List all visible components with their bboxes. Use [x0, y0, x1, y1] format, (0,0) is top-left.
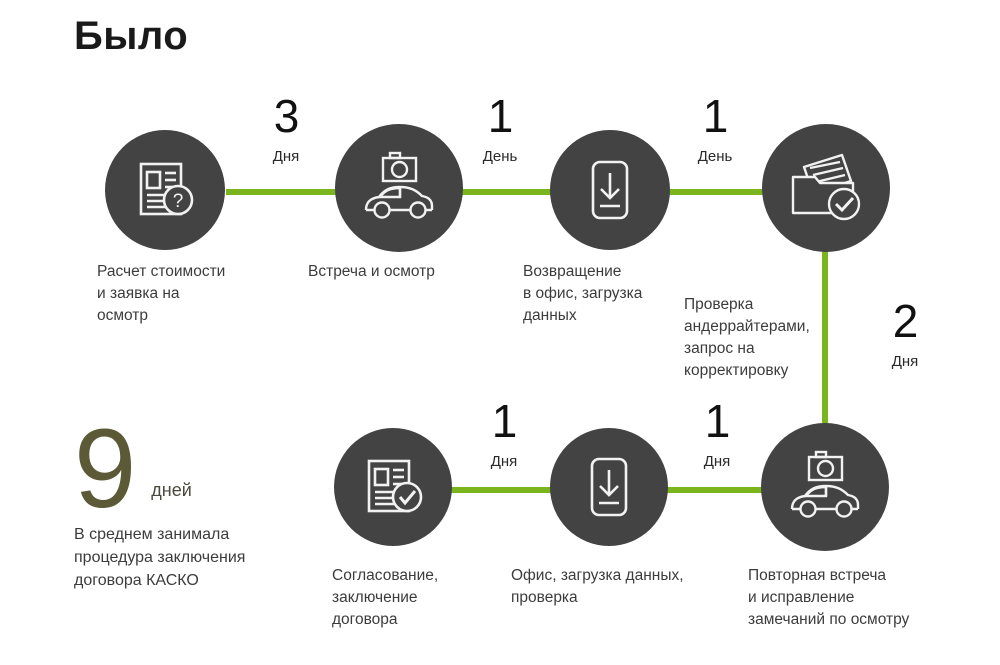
step-node-document-check[interactable]	[334, 428, 452, 546]
svg-text:?: ?	[173, 191, 184, 212]
step-node-document-question[interactable]: ?	[105, 130, 225, 250]
step-caption-4: Проверка андеррайтерами, запрос на корре…	[684, 296, 810, 379]
duration-unit: Дня	[272, 147, 300, 165]
duration-number: 1	[704, 395, 731, 447]
duration-badge-5: 1 Дня	[674, 395, 760, 471]
page-title: Было	[74, 14, 189, 58]
camera-car-icon	[784, 447, 866, 527]
connector-step6-step7	[450, 487, 565, 493]
step-caption-1: Расчет стоимости и заявка на осмотр	[97, 263, 226, 324]
connector-step4-step5	[822, 246, 828, 442]
duration-badge-2: 1 День	[457, 90, 543, 166]
step-node-camera-car-bottom[interactable]	[761, 423, 889, 551]
summary-unit: дней	[151, 480, 192, 500]
duration-unit: Дня	[490, 452, 518, 470]
summary-number: 9	[74, 406, 136, 532]
duration-unit: День	[697, 147, 733, 165]
document-question-icon: ?	[131, 156, 199, 224]
connector-step2-step3	[440, 189, 560, 195]
duration-badge-3: 1 День	[672, 90, 758, 166]
download-document-icon	[580, 156, 640, 224]
step-caption-6: Офис, загрузка данных, проверка	[511, 567, 684, 606]
document-check-icon	[359, 453, 427, 521]
duration-number: 2	[892, 295, 919, 347]
duration-unit: Дня	[703, 452, 731, 470]
summary-figure: 9 дней	[74, 406, 324, 532]
connector-step3-step4	[655, 189, 777, 195]
duration-number: 1	[487, 90, 514, 142]
duration-unit: Дня	[891, 352, 919, 370]
summary-block: 9 дней В среднем занимала процедура закл…	[74, 406, 324, 593]
step-caption-2: Встреча и осмотр	[308, 263, 435, 280]
download-document-icon	[579, 453, 639, 521]
duration-number: 3	[273, 90, 300, 142]
camera-car-icon	[358, 148, 440, 228]
step-caption-3: Возвращение в офис, загрузка данных	[523, 263, 643, 324]
duration-number: 1	[491, 395, 518, 447]
duration-number: 1	[702, 90, 729, 142]
step-node-folder-check[interactable]	[762, 124, 890, 252]
duration-badge-1: 3 Дня	[243, 90, 329, 166]
step-node-download-top[interactable]	[550, 130, 670, 250]
step-caption-5: Повторная встреча и исправление замечани…	[748, 567, 910, 628]
step-node-download-bottom[interactable]	[550, 428, 668, 546]
folder-check-icon	[785, 149, 867, 227]
connector-step5-step6	[665, 487, 780, 493]
duration-badge-4: 2 Дня	[862, 295, 948, 371]
summary-description: В среднем занимала процедура заключения …	[74, 526, 246, 590]
connector-step1-step2	[226, 189, 346, 195]
duration-badge-6: 1 Дня	[461, 395, 547, 471]
step-caption-7: Согласование, заключение договора	[332, 567, 439, 628]
duration-unit: День	[482, 147, 518, 165]
step-node-camera-car-top[interactable]	[335, 124, 463, 252]
